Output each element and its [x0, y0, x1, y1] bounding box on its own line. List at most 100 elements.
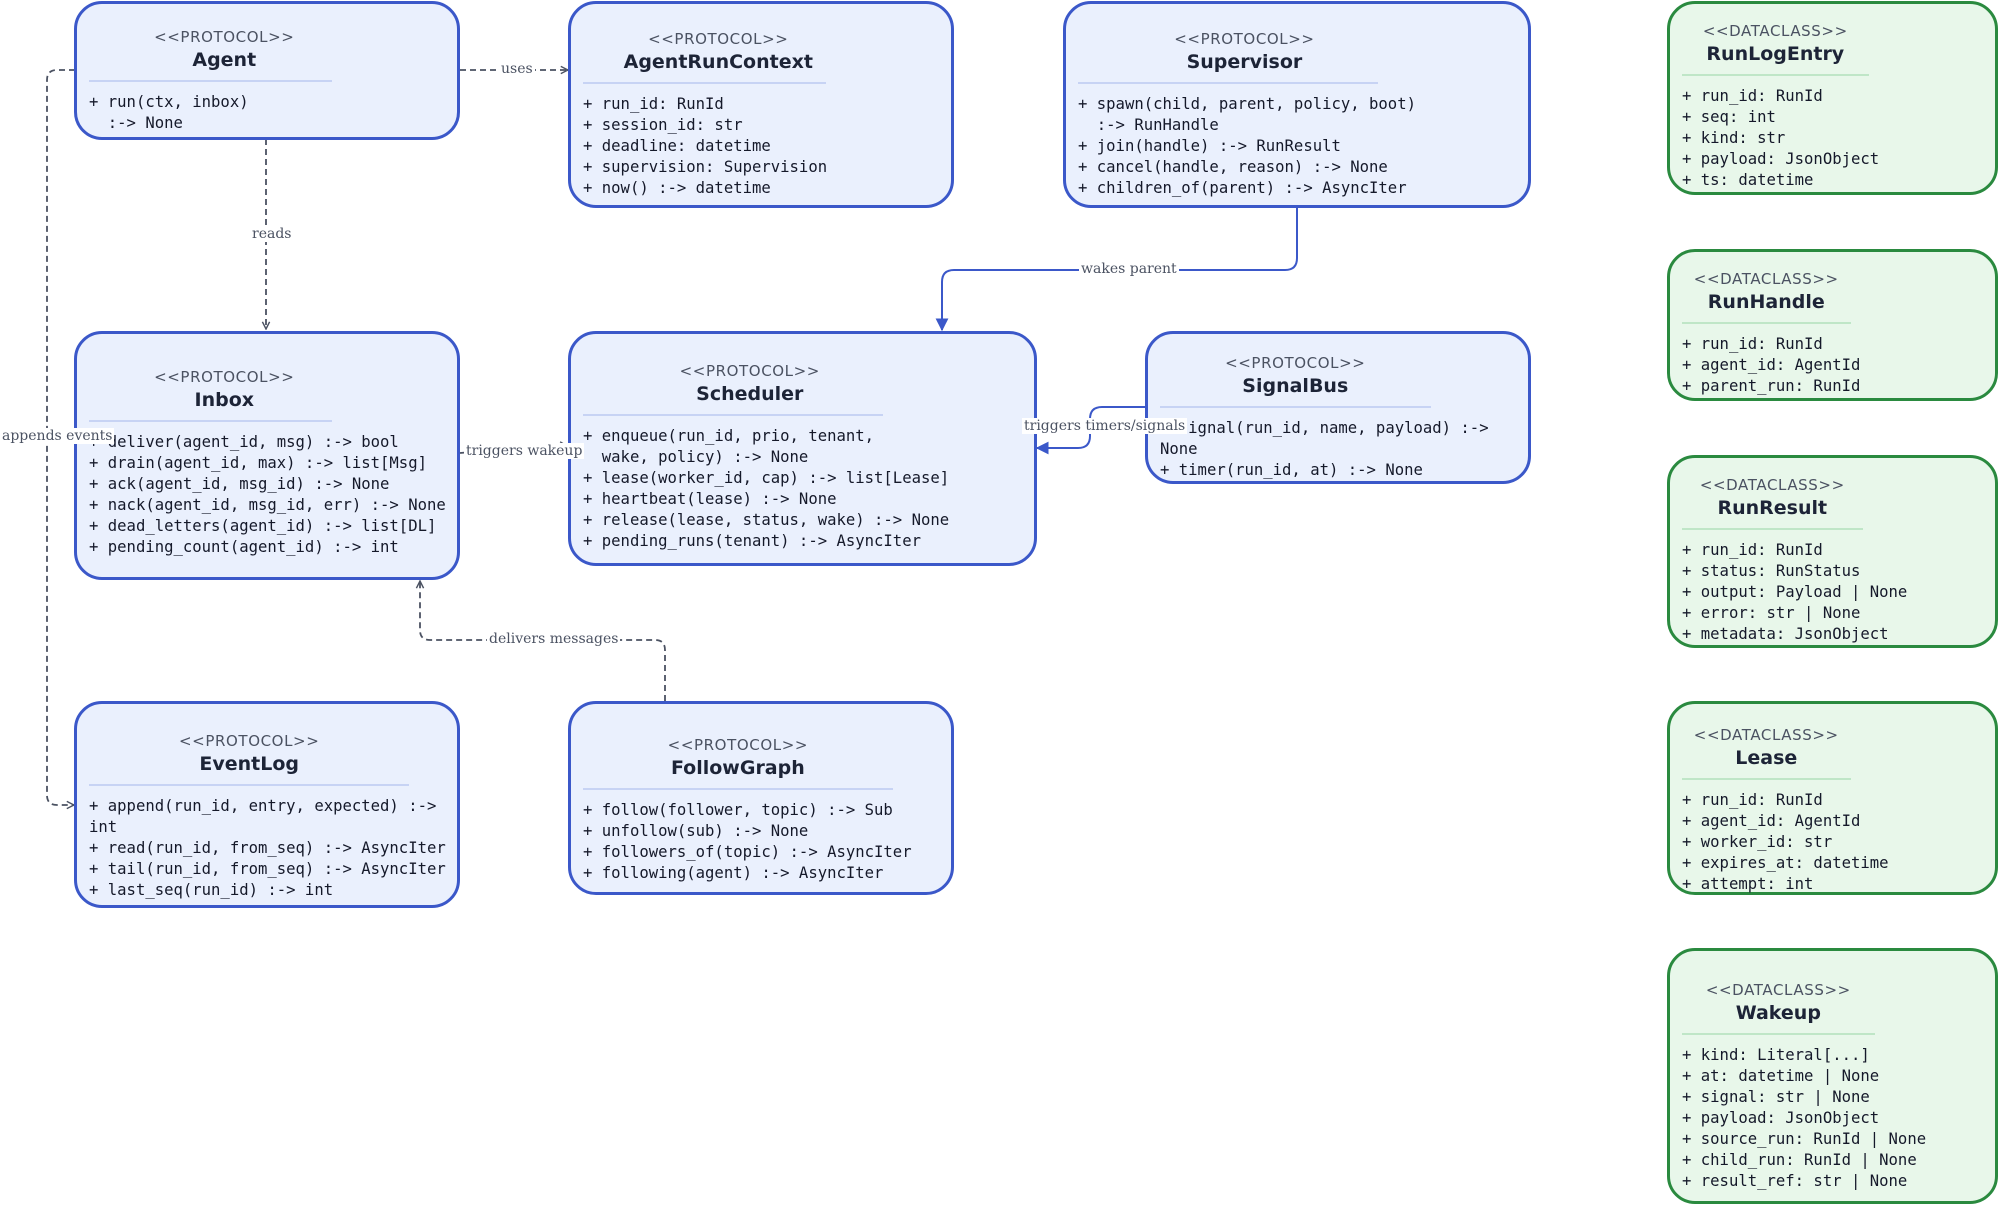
member: :-> RunHandle — [1078, 116, 1219, 134]
stereotype-label: <<PROTOCOL>> — [1225, 354, 1366, 372]
member: + signal: str | None — [1682, 1088, 1870, 1106]
dataclass-lease[interactable]: <<DATACLASS>> Lease + run_id: RunId + ag… — [1667, 701, 1998, 895]
divider — [1682, 1033, 1875, 1035]
class-signal-bus[interactable]: <<PROTOCOL>> SignalBus + signal(run_id, … — [1145, 331, 1531, 484]
edge-label-delivers-messages: delivers messages — [487, 631, 621, 647]
class-agent[interactable]: <<PROTOCOL>> Agent + run(ctx, inbox) :->… — [74, 1, 460, 140]
class-event-log[interactable]: <<PROTOCOL>> EventLog + append(run_id, e… — [74, 701, 460, 908]
divider — [583, 788, 893, 790]
divider — [1682, 322, 1851, 324]
stereotype-label: <<PROTOCOL>> — [179, 732, 320, 750]
member: + pending_runs(tenant) :-> AsyncIter — [583, 532, 921, 550]
member: None — [1160, 440, 1198, 458]
member: + cancel(handle, reason) :-> None — [1078, 158, 1388, 176]
stereotype-label: <<DATACLASS>> — [1693, 726, 1839, 744]
class-supervisor[interactable]: <<PROTOCOL>> Supervisor + spawn(child, p… — [1063, 1, 1531, 208]
stereotype-label: <<PROTOCOL>> — [154, 368, 295, 386]
member: + pending_count(agent_id) :-> int — [89, 538, 399, 556]
member: + last_seq(run_id) :-> int — [89, 881, 334, 899]
edge-label-triggers-timers-signals: triggers timers/signals — [1022, 418, 1188, 434]
class-name: FollowGraph — [670, 757, 805, 779]
member: + unfollow(sub) :-> None — [583, 822, 809, 840]
stereotype-label: <<PROTOCOL>> — [667, 736, 809, 754]
edge-delivers-messages — [420, 581, 666, 701]
class-name: RunHandle — [1707, 291, 1825, 313]
member: + run_id: RunId — [1682, 541, 1823, 559]
stereotype-label: <<PROTOCOL>> — [154, 28, 295, 46]
member: + release(lease, status, wake) :-> None — [583, 511, 950, 529]
member: + parent_run: RunId — [1682, 377, 1861, 395]
edge-label-wakes-parent: wakes parent — [1079, 261, 1179, 277]
member: + ack(agent_id, msg_id) :-> None — [89, 475, 390, 493]
member: int — [89, 818, 118, 836]
class-name: Agent — [192, 49, 257, 71]
member: + payload: JsonObject — [1682, 1109, 1880, 1127]
member: + signal(run_id, name, payload) :-> — [1160, 419, 1489, 437]
member: + drain(agent_id, max) :-> list[Msg] — [89, 454, 427, 472]
member: :-> None — [89, 114, 183, 132]
class-name: RunLogEntry — [1706, 43, 1845, 65]
member: + output: Payload | None — [1682, 583, 1908, 601]
member: + status: RunStatus — [1682, 562, 1861, 580]
dataclass-wakeup[interactable]: <<DATACLASS>> Wakeup + kind: Literal[...… — [1667, 948, 1998, 1204]
member: + seq: int — [1682, 108, 1776, 126]
divider — [583, 414, 884, 416]
stereotype-label: <<PROTOCOL>> — [679, 362, 820, 380]
dataclass-run-handle[interactable]: <<DATACLASS>> RunHandle + run_id: RunId … — [1667, 249, 1998, 401]
member: + timer(run_id, at) :-> None — [1160, 461, 1423, 479]
divider — [89, 420, 333, 422]
class-name: Inbox — [194, 389, 255, 411]
class-follow-graph[interactable]: <<PROTOCOL>> FollowGraph + follow(follow… — [568, 701, 954, 895]
divider — [1160, 406, 1431, 408]
divider — [1682, 778, 1851, 780]
edge-label-uses: uses — [499, 61, 535, 77]
member: + metadata: JsonObject — [1682, 625, 1889, 643]
member: + following(agent) :-> AsyncIter — [583, 864, 884, 882]
member: + followers_of(topic) :-> AsyncIter — [583, 843, 912, 861]
member: + run_id: RunId — [1682, 87, 1823, 105]
member: + tail(run_id, from_seq) :-> AsyncIter — [89, 860, 446, 878]
member: + agent_id: AgentId — [1682, 812, 1861, 830]
member: + attempt: int — [1682, 875, 1814, 893]
edge-label-triggers-wakeup: triggers wakeup — [464, 443, 585, 459]
class-inbox[interactable]: <<PROTOCOL>> Inbox + deliver(agent_id, m… — [74, 331, 460, 580]
dataclass-run-log-entry[interactable]: <<DATACLASS>> RunLogEntry + run_id: RunI… — [1667, 1, 1998, 195]
member: + ts: datetime — [1682, 171, 1814, 189]
divider — [583, 82, 827, 84]
stereotype-label: <<PROTOCOL>> — [1174, 30, 1315, 48]
class-scheduler[interactable]: <<PROTOCOL>> Scheduler + enqueue(run_id,… — [568, 331, 1037, 566]
divider — [1078, 82, 1378, 84]
member: + deliver(agent_id, msg) :-> bool — [89, 433, 399, 451]
member: + append(run_id, entry, expected) :-> — [89, 797, 437, 815]
divider — [1682, 528, 1863, 530]
stereotype-label: <<DATACLASS>> — [1699, 476, 1845, 494]
dataclass-run-result[interactable]: <<DATACLASS>> RunResult + run_id: RunId … — [1667, 455, 1998, 648]
edge-label-appends-events: appends events — [0, 428, 115, 444]
member: + source_run: RunId | None — [1682, 1130, 1927, 1148]
member: + supervision: Supervision — [583, 158, 828, 176]
member: + lease(worker_id, cap) :-> list[Lease] — [583, 469, 950, 487]
class-name: EventLog — [199, 753, 299, 775]
member: + now() :-> datetime — [583, 179, 771, 197]
member: + kind: Literal[...] — [1682, 1046, 1870, 1064]
member: + error: str | None — [1682, 604, 1861, 622]
member: + dead_letters(agent_id) :-> list[DL] — [89, 517, 437, 535]
member: + join(handle) :-> RunResult — [1078, 137, 1341, 155]
member: + children_of(parent) :-> AsyncIter — [1078, 179, 1407, 197]
member: + expires_at: datetime — [1682, 854, 1889, 872]
member: + run(ctx, inbox) — [89, 93, 249, 111]
member: + enqueue(run_id, prio, tenant, — [583, 427, 875, 445]
member: + nack(agent_id, msg_id, err) :-> None — [89, 496, 446, 514]
class-name: Lease — [1735, 747, 1798, 769]
class-name: AgentRunContext — [623, 51, 813, 73]
member: + heartbeat(lease) :-> None — [583, 490, 837, 508]
class-name: RunResult — [1717, 497, 1828, 519]
member: + result_ref: str | None — [1682, 1172, 1908, 1190]
divider — [89, 80, 333, 82]
member: + run_id: RunId — [1682, 791, 1823, 809]
class-name: Scheduler — [696, 383, 804, 405]
divider — [1682, 74, 1869, 76]
class-name: Supervisor — [1186, 51, 1303, 73]
member: + spawn(child, parent, policy, boot) — [1078, 95, 1416, 113]
class-agent-run-context[interactable]: <<PROTOCOL>> AgentRunContext + run_id: R… — [568, 1, 954, 208]
